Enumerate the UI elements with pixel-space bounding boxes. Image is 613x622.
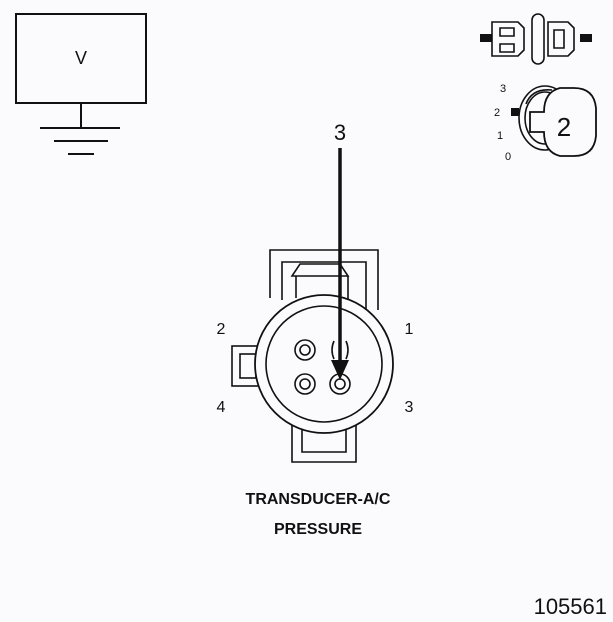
probe-pin-label: 3 <box>334 120 346 145</box>
connector-title-line2: PRESSURE <box>274 521 362 538</box>
terminal-pin-4 <box>294 373 316 395</box>
connector-disconnected-icon <box>480 13 592 65</box>
connector-outer-ring <box>254 294 394 434</box>
key-position-marker <box>511 108 519 116</box>
probe-arrow <box>331 148 349 380</box>
pin-label-3: 3 <box>405 399 414 416</box>
connector-inner-ring <box>265 305 383 423</box>
ground-icon <box>40 103 120 155</box>
pin-label-4: 4 <box>217 399 226 416</box>
terminal-pin-1 <box>331 340 349 360</box>
connector-face: 1 2 3 4 <box>217 249 414 463</box>
voltmeter-label: V <box>75 48 87 68</box>
ignition-key-icon: 3 2 1 0 2 <box>494 83 597 163</box>
key-selected-position: 2 <box>557 112 571 142</box>
figure-id: 105561 <box>534 594 607 619</box>
key-icon <box>529 87 597 157</box>
key-position-0: 0 <box>505 151 511 163</box>
terminal-pin-2 <box>294 339 316 361</box>
key-position-1: 1 <box>497 130 503 142</box>
connector-title-line1: TRANSDUCER-A/C <box>246 491 391 508</box>
pin-label-2: 2 <box>217 321 226 338</box>
pin-label-1: 1 <box>405 321 414 338</box>
key-position-3: 3 <box>500 83 506 95</box>
key-position-2: 2 <box>494 107 500 119</box>
voltmeter: V <box>15 13 147 155</box>
connector-bottom-key <box>291 420 357 463</box>
